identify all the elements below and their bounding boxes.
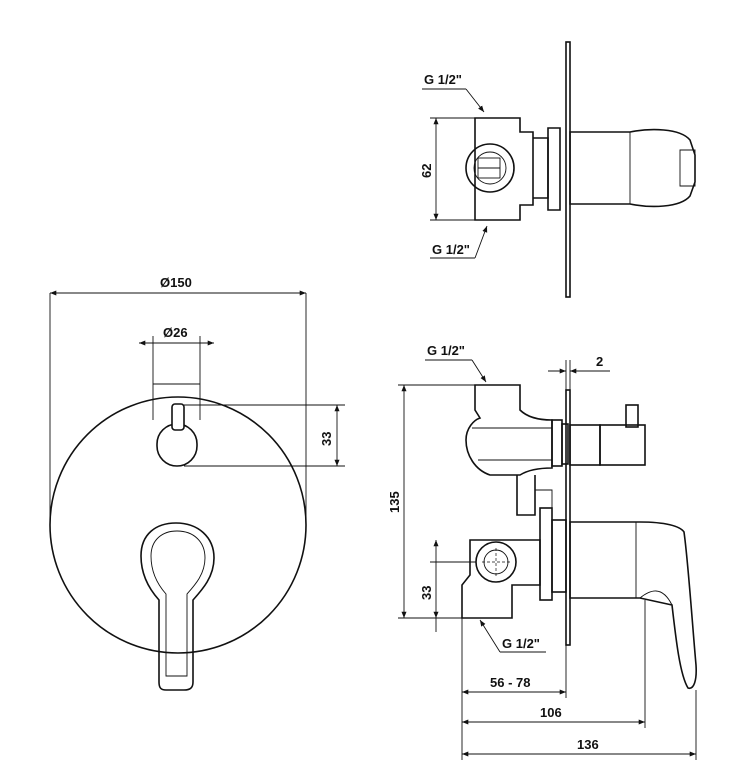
- dim-front-height-33: 33: [319, 432, 334, 446]
- dim-side-height-135: 135: [387, 491, 402, 513]
- dim-side-height-33: 33: [419, 586, 434, 600]
- dim-diameter-plate: Ø150: [160, 275, 192, 290]
- side-view: 2 G 1/2" 135 33 G 1/2" 56 - 78 106 136: [387, 343, 697, 760]
- dim-depth-range: 56 - 78: [490, 675, 530, 690]
- diverter-knob: [152, 383, 201, 467]
- dim-depth-136: 136: [577, 737, 599, 752]
- front-view: Ø150 Ø26 33: [49, 275, 345, 691]
- dim-top-width-62: 62: [419, 164, 434, 178]
- label-side-thread-bottom: G 1/2": [502, 636, 540, 651]
- wall-plate: [49, 396, 307, 654]
- dim-side-plate-thickness: 2: [596, 354, 603, 369]
- dim-diameter-knob: Ø26: [163, 325, 188, 340]
- dim-depth-106: 106: [540, 705, 562, 720]
- top-view: 62 G 1/2" G 1/2": [419, 41, 696, 298]
- label-side-thread-top: G 1/2": [427, 343, 465, 358]
- lever-handle: [140, 522, 215, 691]
- label-top-thread-lower: G 1/2": [432, 242, 470, 257]
- label-top-thread-upper: G 1/2": [424, 72, 462, 87]
